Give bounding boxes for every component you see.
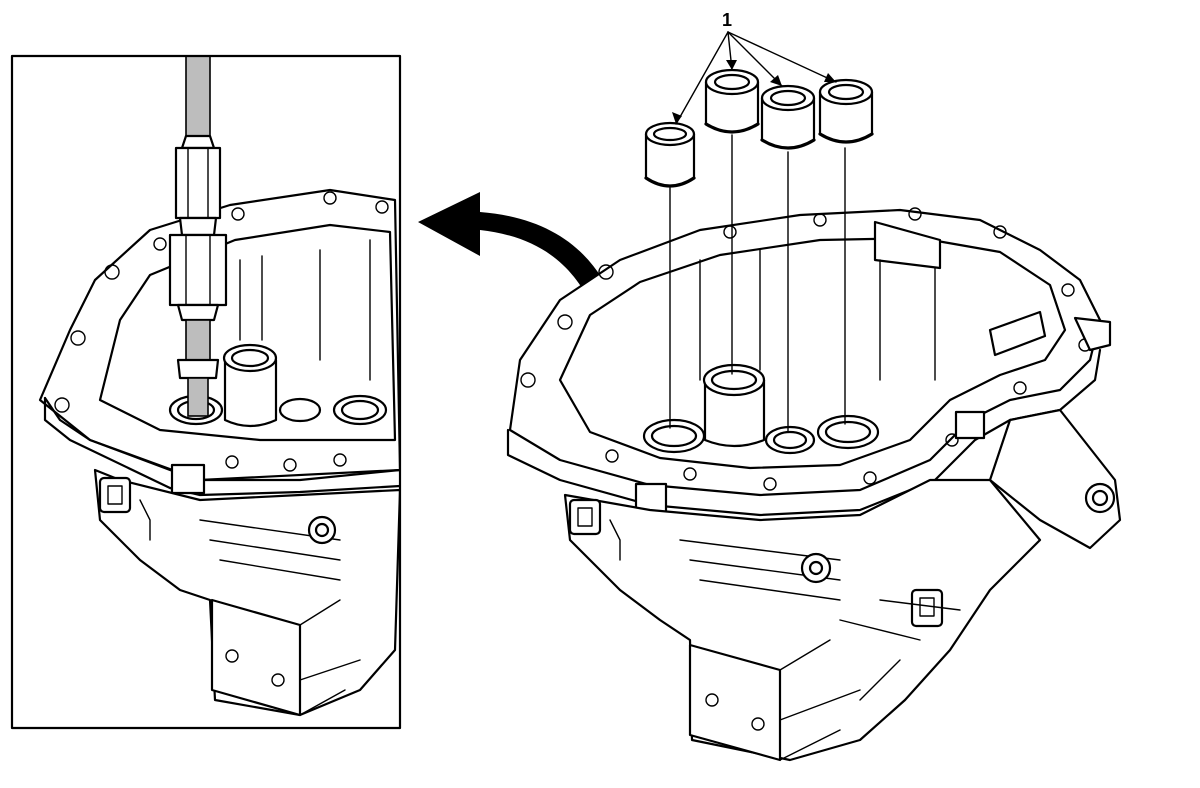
inset-flange-holes [54,191,389,472]
detail-inset [10,54,402,730]
sleeve-2 [704,68,760,134]
sleeve-1 [644,121,696,188]
housing-cavity [558,236,1067,470]
housing-bores [642,363,880,455]
housing-side-mount [988,408,1122,550]
slide-hammer-tool [168,56,228,417]
callout-label-1: 1 [722,10,732,30]
callout-1: 1 [672,10,837,125]
transmission-housing [506,207,1122,762]
bore-2 [703,378,766,448]
inset-bore-3 [278,397,322,423]
inset-bore-2 [223,358,278,428]
inset-cavity [98,223,397,442]
sleeve-3 [760,84,816,150]
leader-lines [669,134,846,433]
housing-lower-body [563,478,1042,762]
bore-sleeves [644,68,874,188]
sleeve-4 [818,78,874,144]
curved-arrow-icon [418,192,628,378]
inset-frame [10,54,402,730]
